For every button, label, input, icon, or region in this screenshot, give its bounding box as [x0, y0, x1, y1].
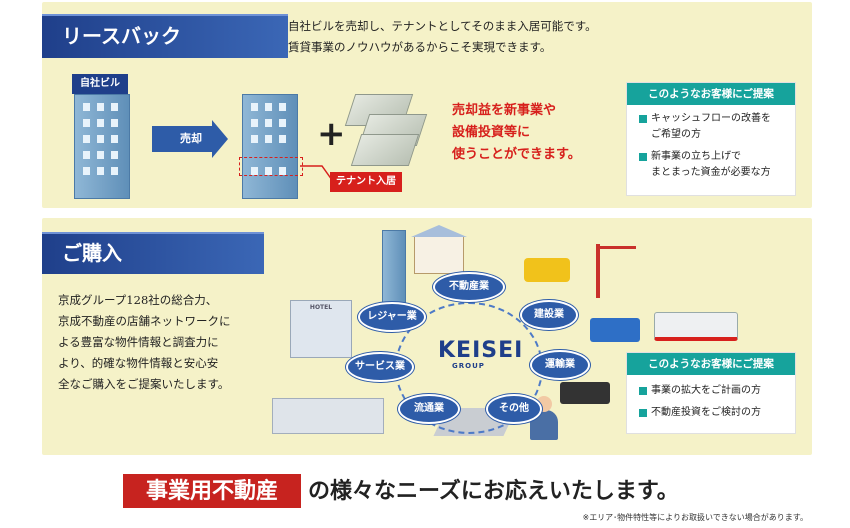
- offer-item1-line1: キャッシュフローの改善を: [651, 113, 771, 124]
- crane-arm: [600, 246, 636, 249]
- excavator-illustration: [524, 258, 570, 282]
- purchase-description: 京成グループ128社の総合力、 京成不動産の店舗ネットワークに よる豊富な物件情…: [58, 290, 231, 395]
- purchase-desc-line2: 京成不動産の店舗ネットワークに: [58, 314, 231, 328]
- purchase-desc-line3: よる豊富な物件情報と調査力に: [58, 335, 219, 349]
- node-service: サービス業: [346, 352, 414, 382]
- benefit-line3: 使うことができます。: [452, 147, 581, 162]
- offer-item1-line2: ご希望の方: [651, 129, 701, 140]
- bullet-square-icon: [639, 115, 647, 123]
- leaseback-desc-line1: 自社ビルを売却し、テナントとしてそのまま入居可能です。: [288, 19, 597, 33]
- shops-illustration: [272, 398, 384, 434]
- hotel-illustration: HOTEL: [290, 300, 352, 358]
- cash-icon: [350, 134, 420, 166]
- leaseback-title-tag: リースバック: [42, 14, 288, 58]
- house-illustration: [411, 225, 467, 274]
- leaseback-offer-header: このようなお客様にご提案: [627, 83, 795, 105]
- bullet-square-icon: [639, 153, 647, 161]
- purchase-title-tag: ご購入: [42, 232, 264, 274]
- tag-shine: [42, 14, 288, 16]
- purchase-offer-box: このようなお客様にご提案 事業の拡大をご計画の方 不動産投資をご検討の方: [626, 352, 796, 434]
- leaseback-offer-box: このようなお客様にご提案 キャッシュフローの改善を ご希望の方 新事業の立ち上げ…: [626, 82, 796, 196]
- own-building-label: 自社ビル: [72, 74, 128, 94]
- leaseback-offer-item: キャッシュフローの改善を ご希望の方: [627, 111, 795, 143]
- bullet-square-icon: [639, 387, 647, 395]
- footer-note: ※エリア･物件特性等によりお取扱いできない場合があります。: [582, 513, 808, 522]
- leaseback-description: 自社ビルを売却し、テナントとしてそのまま入居可能です。 賃貸事業のノウハウがある…: [288, 16, 597, 58]
- purchase-desc-line5: 全なご購入をご提案いたします。: [58, 377, 230, 391]
- sold-building-illustration: [242, 94, 298, 199]
- node-transport: 運輸業: [530, 350, 590, 380]
- node-leisure: レジャー業: [358, 302, 426, 332]
- benefit-line2: 設備投資等に: [452, 125, 531, 140]
- tenant-pointer-line: [300, 165, 333, 181]
- node-construction: 建設業: [520, 300, 578, 330]
- node-other: その他: [486, 394, 542, 424]
- purchase-offer-item: 事業の拡大をご計画の方: [627, 383, 795, 399]
- tenant-label: テナント入居: [330, 172, 402, 192]
- offer-item2-line1: 新事業の立ち上げで: [651, 151, 741, 162]
- crane-illustration: [596, 244, 600, 298]
- tag-shine: [42, 232, 264, 234]
- purchase-offer-item: 不動産投資をご検討の方: [627, 405, 795, 421]
- purchase-offer-header: このようなお客様にご提案: [627, 353, 795, 375]
- keisei-group-logo: KEISEI: [438, 338, 524, 363]
- bus-illustration: [590, 318, 640, 342]
- offer-item2-line2: まとまった資金が必要な方: [651, 167, 771, 178]
- leaseback-panel: リースバック 自社ビルを売却し、テナントとしてそのまま入居可能です。 賃貸事業の…: [42, 2, 812, 208]
- purchase-offer-item2: 不動産投資をご検討の方: [651, 407, 761, 418]
- purchase-desc-line4: より、的確な物件情報と安心安: [58, 356, 219, 370]
- leaseback-benefit-text: 売却益を新事業や 設備投資等に 使うことができます。: [452, 100, 581, 166]
- train-illustration: [654, 312, 738, 341]
- leaseback-desc-line2: 賃貸事業のノウハウがあるからこそ実現できます。: [288, 40, 552, 54]
- plus-sign: +: [317, 114, 346, 154]
- own-building-illustration: [74, 94, 130, 199]
- sale-arrow: 売却: [152, 120, 228, 158]
- footer-tagline-rest: の様々なニーズにお応えいたします。: [308, 478, 679, 504]
- leaseback-title: リースバック: [62, 24, 181, 48]
- bullet-square-icon: [639, 409, 647, 417]
- node-distribution: 流通業: [398, 394, 460, 424]
- node-real-estate: 不動産業: [433, 272, 505, 302]
- tenant-floor-highlight: [239, 157, 303, 176]
- keisei-group-logo-sub: GROUP: [452, 362, 485, 370]
- footer-highlight: 事業用不動産: [123, 474, 301, 508]
- hotel-sign: HOTEL: [309, 304, 333, 311]
- leaseback-offer-item: 新事業の立ち上げで まとまった資金が必要な方: [627, 149, 795, 181]
- purchase-desc-line1: 京成グループ128社の総合力、: [58, 293, 218, 307]
- purchase-title: ご購入: [62, 241, 122, 265]
- benefit-line1: 売却益を新事業や: [452, 103, 557, 118]
- office-tower-illustration: [382, 230, 406, 304]
- purchase-offer-item1: 事業の拡大をご計画の方: [651, 385, 761, 396]
- sale-arrow-label: 売却: [180, 132, 202, 145]
- taxi-illustration: [560, 382, 610, 404]
